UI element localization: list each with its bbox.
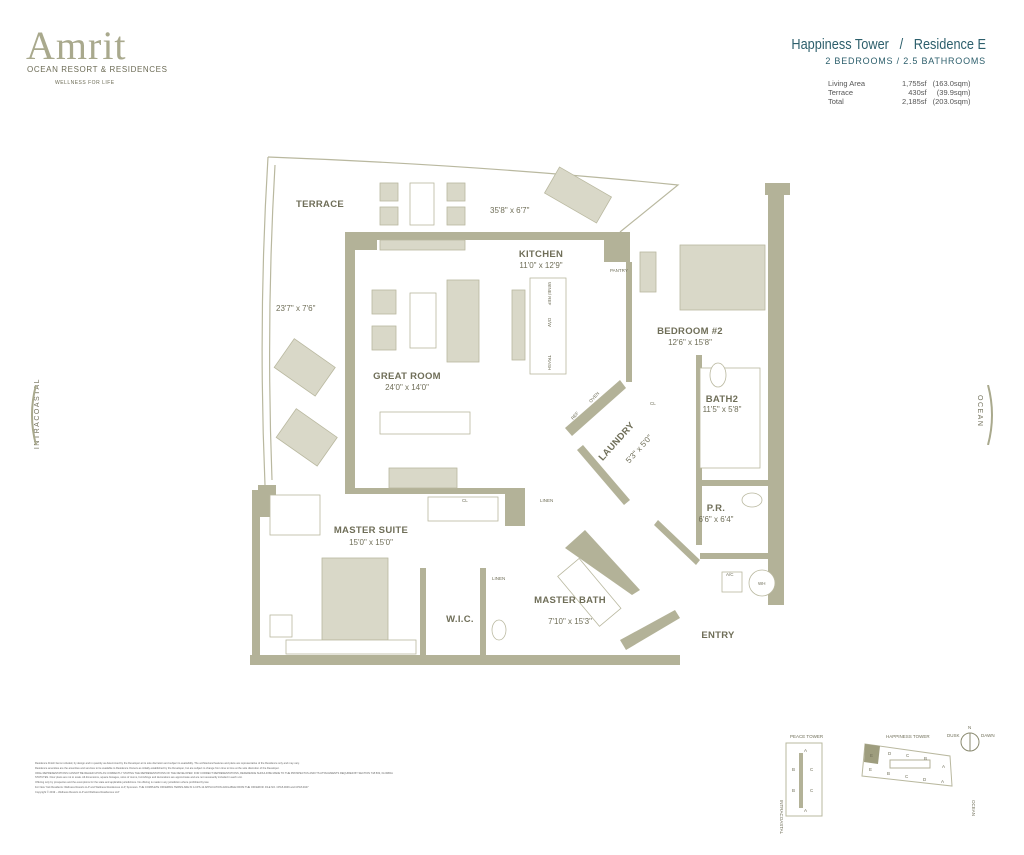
disclaimer-paragraph: Residence Finish Items included, by desi… [35, 762, 300, 765]
unit-label: A [804, 808, 807, 813]
unit-label: C [810, 767, 814, 772]
area-sf: 430sf [908, 88, 927, 97]
pantry-label: PANTRY [610, 268, 628, 273]
brand-subtitle: OCEAN RESORT & RESIDENCES [27, 65, 168, 74]
unit-label: C [810, 788, 814, 793]
keyplan-intracoastal-label: INTRACOASTAL [779, 800, 784, 835]
area-label: Total [828, 97, 844, 106]
unit-label: C [906, 753, 910, 758]
bedroom2-label: BEDROOM #2 [657, 326, 723, 337]
ac-label: A/C [726, 572, 734, 577]
unit-label: D [923, 777, 927, 782]
compass-north: N [968, 725, 971, 730]
title-separator: / [899, 36, 904, 53]
area-row: Living Area 1,755sf (163.0sqm) [828, 79, 975, 88]
disclaimer-paragraph: Residence amenities are the amenities an… [35, 766, 280, 770]
terrace-dim-left: 23'7" x 7'6" [276, 304, 316, 313]
linen-label: LINEN [540, 498, 553, 503]
powder-room-label: P.R. [707, 503, 725, 514]
powder-room-dim: 6'6" x 6'4" [699, 515, 734, 524]
area-sqm: (39.9sqm) [936, 88, 971, 97]
disclaimer-paragraph: ORAL REPRESENTATIONS CANNOT BE RELIED UP… [35, 771, 393, 779]
master-suite-label: MASTER SUITE [334, 525, 408, 536]
compass-dawn: DAWN [981, 733, 995, 738]
unit-label: B [792, 788, 795, 793]
great-room-dim: 24'0" x 14'0" [385, 383, 429, 392]
area-row: Total 2,185sf (203.0sqm) [828, 97, 975, 106]
area-row: Terrace 430sf (39.9sqm) [828, 88, 975, 97]
area-sf: 1,755sf [902, 79, 927, 88]
entry-label: ENTRY [701, 630, 735, 641]
laundry-dim: 5'3" x 5'0" [624, 433, 654, 465]
key-plan-peace-tower: PEACE TOWER A B C B C A [785, 734, 824, 817]
brand-logo: Amrit [26, 23, 127, 68]
area-sqm: (163.0sqm) [932, 79, 971, 88]
unit-label: B [887, 771, 890, 776]
area-label: Living Area [828, 79, 866, 88]
walls [250, 183, 790, 665]
area-label: Terrace [828, 88, 854, 97]
ocean-label: OCEAN [976, 395, 983, 428]
residence-name: Residence E [913, 36, 986, 53]
compass-dusk: DUSK [947, 733, 960, 738]
bath2-label: BATH2 [706, 394, 738, 405]
unit-label: A [942, 764, 945, 769]
kitchen-dim: 11'0" x 12'9" [519, 261, 562, 270]
unit-label: C [905, 774, 909, 779]
dishwasher-label: D/W [547, 318, 552, 328]
trash-label: TRASH [547, 355, 552, 370]
keyplan-ocean-label: OCEAN [971, 800, 976, 816]
disclaimer-paragraph: For New York Residents: Wellness Resorts… [35, 785, 309, 789]
disclaimer-paragraph: Offering only by prospectus and the exem… [35, 780, 210, 784]
great-room-label: GREAT ROOM [373, 371, 441, 382]
wave-icon [987, 385, 993, 445]
compass-icon: N DUSK DAWN OCEAN INTRACOASTAL [779, 725, 995, 835]
unit-label: E [869, 767, 872, 772]
unit-label: A [941, 779, 944, 784]
wave-icon [31, 385, 37, 445]
linen-label: LINEN [492, 576, 505, 581]
tower-name: Happiness Tower [791, 36, 889, 53]
highlighted-unit [864, 744, 880, 764]
furniture [269, 166, 776, 655]
key-plan-happiness-tower: HAPPINESS TOWER E D C B A E B C D A [861, 734, 953, 787]
master-bath-label: MASTER BATH [534, 595, 606, 606]
unit-label: B [792, 767, 795, 772]
closet-label: CL [650, 401, 656, 406]
residence-title: Happiness Tower / Residence E [791, 36, 986, 53]
disclaimer-paragraph: Copyright © 2019 – Wellness Resorts LLP … [35, 790, 120, 794]
terrace-dim-top: 35'8" x 6'7" [490, 206, 530, 215]
unit-label: E [870, 753, 873, 758]
ref-label: REF [570, 410, 580, 420]
bedroom2-dim: 12'6" x 15'8" [668, 338, 712, 347]
unit-label: A [804, 748, 807, 753]
unit-label: D [888, 751, 892, 756]
brand-tagline: WELLNESS FOR LIFE [55, 80, 115, 86]
area-table: Living Area 1,755sf (163.0sqm) Terrace 430s… [828, 79, 975, 106]
happiness-tower-label: HAPPINESS TOWER [886, 734, 930, 739]
terrace-outline [261, 156, 680, 486]
legal-disclaimer: Residence Finish Items included, by desi… [35, 762, 405, 796]
peace-tower-label: PEACE TOWER [790, 734, 824, 739]
area-sqm: (203.0sqm) [932, 97, 971, 106]
master-bath-dim: 7'10" x 15'3" [548, 617, 592, 626]
wic-label: W.I.C. [446, 614, 474, 625]
wine-ref-label: WINE/ REF [547, 282, 552, 306]
unit-label: B [924, 756, 927, 761]
kitchen-label: KITCHEN [519, 249, 563, 260]
master-suite-dim: 15'0" x 15'0" [349, 538, 393, 547]
rooms-summary: 2 BEDROOMS / 2.5 BATHROOMS [825, 56, 986, 66]
water-heater-label: WH [758, 581, 766, 586]
terrace-label: TERRACE [296, 199, 344, 210]
closet-label: CL [462, 498, 468, 503]
bath2-dim: 11'5" x 5'8" [703, 405, 742, 414]
area-sf: 2,185sf [902, 97, 927, 106]
